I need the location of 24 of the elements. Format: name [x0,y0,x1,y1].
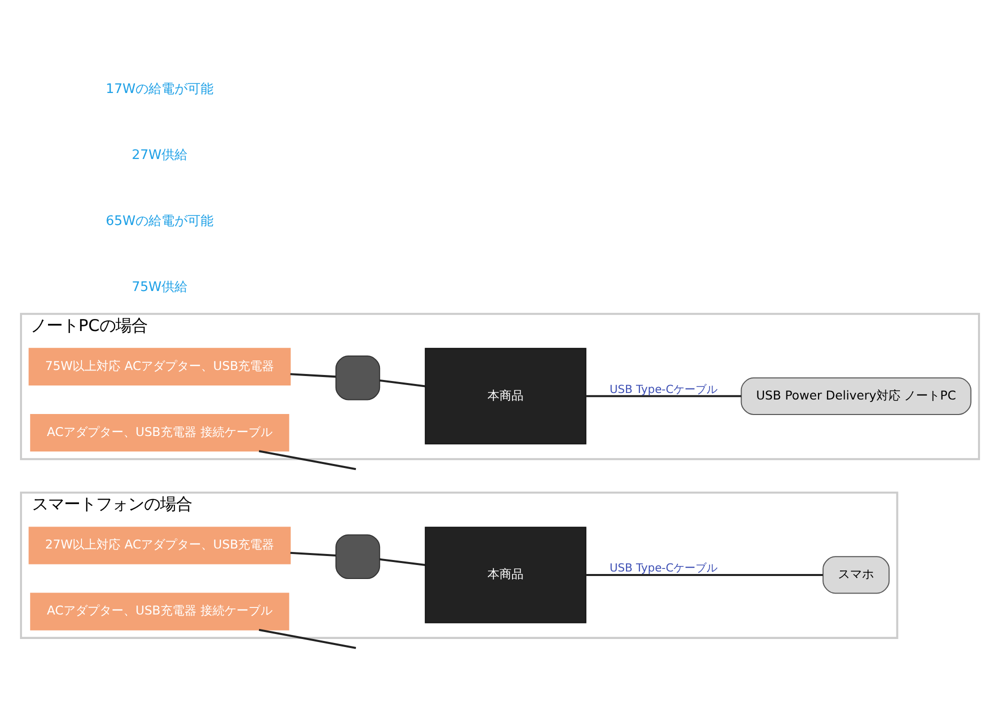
edge-label: USB Type-Cケーブル [610,382,718,396]
edge-label: USB Type-Cケーブル [610,561,718,574]
connector [258,450,356,470]
node-box: 本商品 [424,347,586,444]
node-box: 75W以上対応 ACアダプター、USB充電器 [28,347,291,385]
connector [380,558,426,566]
connector [380,378,426,387]
label: 75W供給 [132,279,188,294]
node-box: スマホ [822,556,890,594]
connector [586,394,742,397]
node-box: ACアダプター、USB充電器 接続ケーブル [30,592,290,630]
connector [290,551,336,556]
node-box: USB Power Delivery対応 ノートPC [740,376,972,414]
label: 27W供給 [132,147,188,162]
node-box [335,355,380,400]
node-box: ACアダプター、USB充電器 接続ケーブル [30,413,290,452]
node-box: 本商品 [424,526,586,623]
label: 17Wの給電が可能 [106,81,214,96]
node-box: 27W以上対応 ACアダプター、USB充電器 [28,526,291,564]
connector [290,372,336,378]
connector [258,628,356,648]
node-box [335,534,380,579]
connector [586,573,823,576]
label: 65Wの給電が可能 [106,213,214,228]
